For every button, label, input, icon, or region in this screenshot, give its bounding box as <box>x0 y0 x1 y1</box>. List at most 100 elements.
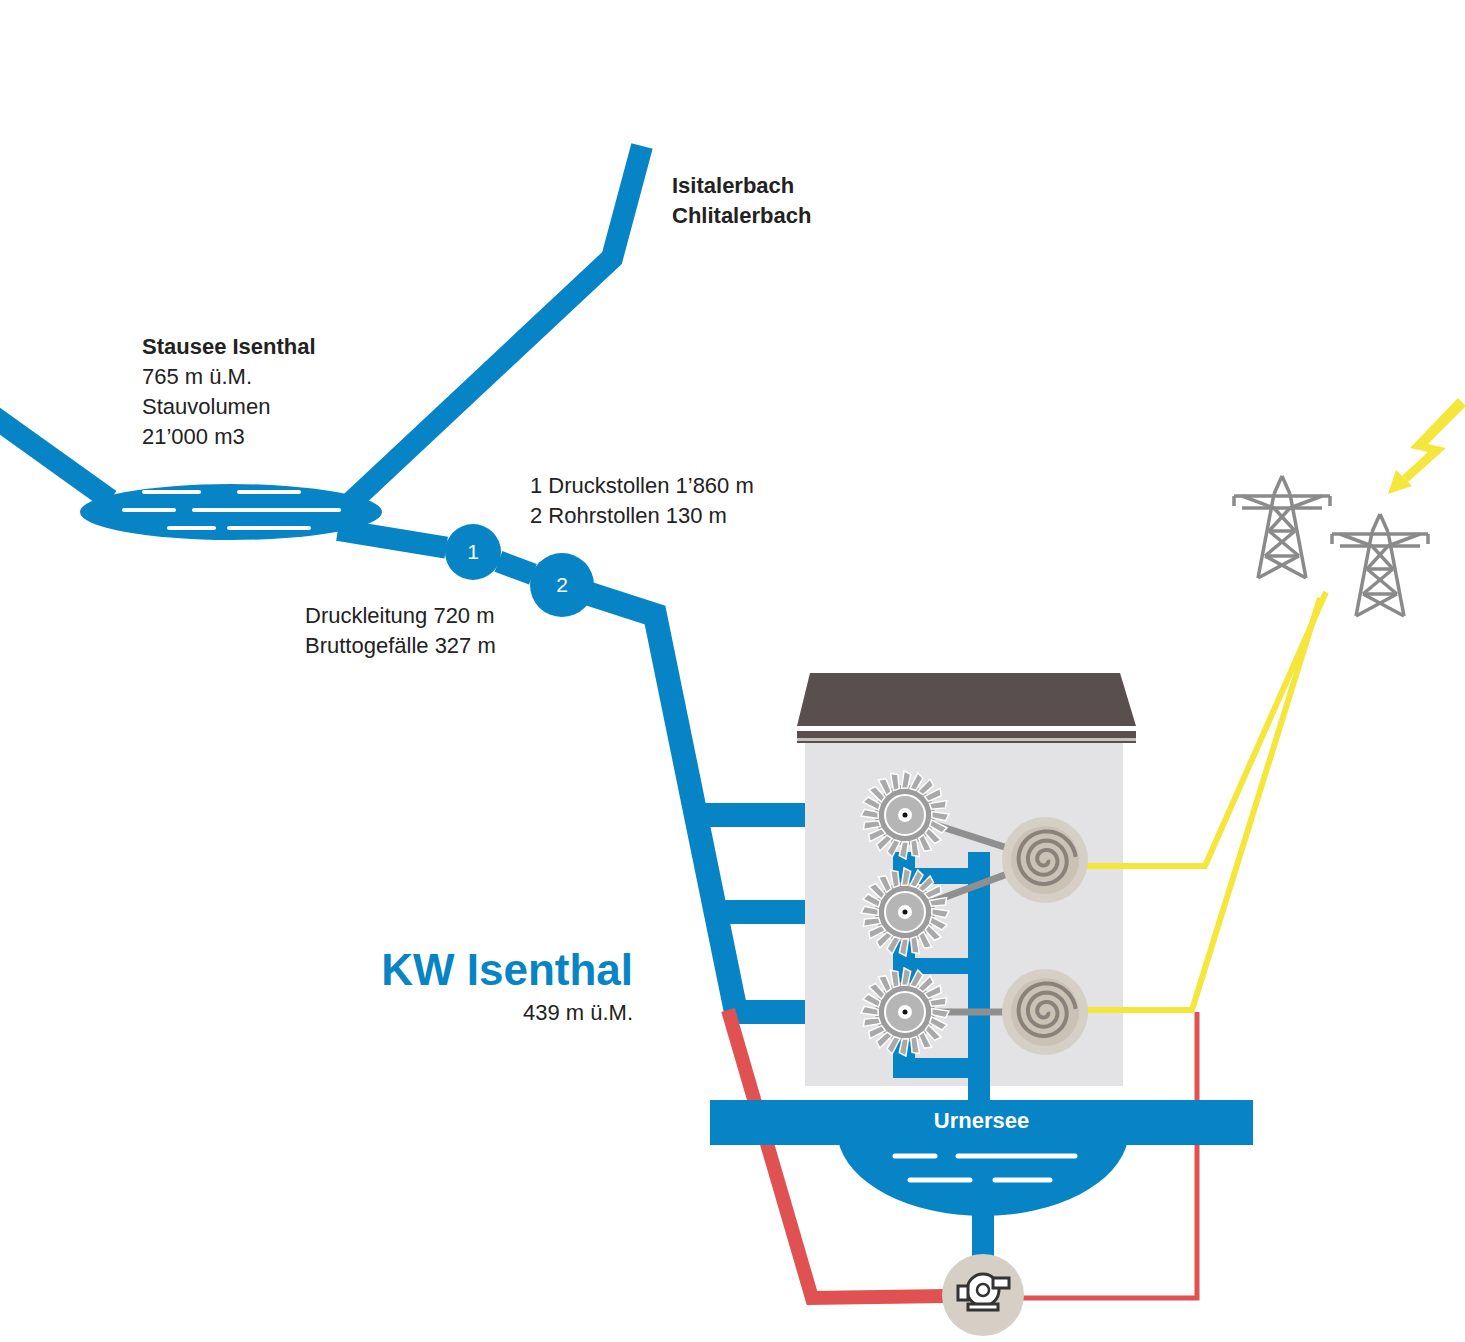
wheel-bucket <box>902 868 911 885</box>
wheel-bucket <box>911 839 920 856</box>
lightning-bolt <box>1388 398 1465 494</box>
pylon-strut <box>1258 556 1299 578</box>
wheel-disc <box>885 992 925 1032</box>
wheel-bucket <box>929 801 946 810</box>
wheel-axle <box>903 1010 908 1015</box>
wheel-disc <box>885 892 925 932</box>
callout-circle: 2 <box>530 553 594 617</box>
wheel-bucket <box>869 926 886 939</box>
tunnel-info: 2 Rohrstollen 130 m <box>530 502 727 530</box>
reservoir-name: Stausee Isenthal <box>142 332 392 362</box>
pylon-strut <box>1328 496 1332 506</box>
pylon-strut <box>1372 514 1380 532</box>
pelton-wheel <box>861 968 949 1056</box>
callout-disc <box>530 553 594 617</box>
pylon-strut <box>1426 534 1430 544</box>
pylon-strut <box>1265 556 1306 578</box>
callout-number: 2 <box>556 573 568 597</box>
wheel-bucket <box>899 842 908 859</box>
pylon-strut <box>1290 496 1322 508</box>
pelton-wheel <box>861 771 949 859</box>
wheel-bucket <box>919 932 932 949</box>
pylon-strut <box>1363 594 1404 616</box>
wheel-bucket <box>902 771 911 788</box>
wheel-bucket <box>919 835 932 852</box>
wheel-bucket <box>899 1039 908 1056</box>
pelton-turbines <box>861 771 949 1056</box>
wheel-bucket <box>899 939 908 956</box>
wheel-bucket <box>929 898 946 907</box>
reservoir-info: Stauvolumen 21’000 m3 <box>142 392 307 452</box>
pylon-strut <box>1388 532 1404 616</box>
reservoir: Stausee Isenthal765 m ü.M.Stauvolumen 21… <box>76 332 392 542</box>
wheel-axle <box>903 813 908 818</box>
wheel-bucket <box>911 1036 920 1053</box>
pressure-tunnel <box>338 530 446 548</box>
water-dash <box>169 526 214 530</box>
generator-body <box>1002 817 1088 903</box>
pylon-strut <box>1356 532 1372 616</box>
wheel-bucket <box>878 976 891 993</box>
plant-name: KW Isenthal <box>381 944 633 996</box>
wheel-center <box>898 905 912 919</box>
pylon-strut <box>1290 494 1306 578</box>
wheel-bucket <box>863 918 880 927</box>
power-house <box>797 673 1136 1086</box>
pylon-strut <box>1330 534 1334 544</box>
lake-band: Urnersee <box>710 1100 1253 1145</box>
wheel-bucket <box>891 870 900 887</box>
pylon-strut <box>1340 544 1420 548</box>
pylon <box>1332 514 1428 616</box>
generators <box>1002 817 1088 1055</box>
pylon-strut <box>1282 476 1290 494</box>
generator <box>1002 817 1088 903</box>
water-dash <box>124 508 174 512</box>
pylon-strut <box>1269 508 1290 531</box>
pylons <box>1234 476 1428 616</box>
stream-name: Isitalerbach <box>672 172 794 200</box>
pylon-strut <box>1258 494 1274 578</box>
wheel-bucket <box>932 909 949 918</box>
water-dash <box>194 508 339 512</box>
generator-coil <box>1019 831 1076 884</box>
generator-ring <box>1011 826 1079 894</box>
wheel-bucket <box>891 970 900 987</box>
wheel-bucket <box>925 885 942 898</box>
generator-ring <box>1011 978 1079 1046</box>
wheel-bucket <box>869 829 886 842</box>
pipe-info: Bruttogefälle 327 m <box>305 632 496 660</box>
pylon-strut <box>1265 531 1295 556</box>
pressure-tunnel <box>499 561 533 574</box>
pylon-strut <box>1363 592 1397 596</box>
pylon-strut <box>1242 506 1322 510</box>
wheel-bucket <box>925 788 942 801</box>
wheel-bucket <box>863 1018 880 1027</box>
wheel-bucket <box>861 1006 878 1015</box>
wheel-bucket <box>891 773 900 790</box>
wheel-bucket <box>932 812 949 821</box>
wheel-center <box>898 808 912 822</box>
wheel-bucket <box>878 876 891 893</box>
pipe-info: Druckleitung 720 m <box>305 602 495 630</box>
pylon <box>1234 476 1330 578</box>
wheel-bucket <box>929 998 946 1007</box>
reservoir-ellipse <box>80 484 382 540</box>
wheel-bucket <box>919 1032 932 1049</box>
water-dash <box>229 526 309 530</box>
pylon-strut <box>1265 554 1299 558</box>
pylon-strut <box>1363 569 1393 594</box>
pylon-strut <box>1367 546 1388 569</box>
wheel-hub <box>875 882 935 942</box>
pylon-strut <box>1274 476 1282 494</box>
wheel-bucket <box>925 985 942 998</box>
lake-name: Urnersee <box>934 1108 1029 1134</box>
plant-elevation: 439 m ü.M. <box>523 999 633 1027</box>
pylon-strut <box>1242 496 1274 508</box>
generator <box>1002 969 1088 1055</box>
wheel-disc <box>885 795 925 835</box>
pylon-strut <box>1269 531 1299 556</box>
callout-disc <box>445 524 501 580</box>
generator-coil <box>1019 983 1076 1036</box>
callout-circle: 1 <box>445 524 501 580</box>
wheel-bucket <box>878 779 891 796</box>
